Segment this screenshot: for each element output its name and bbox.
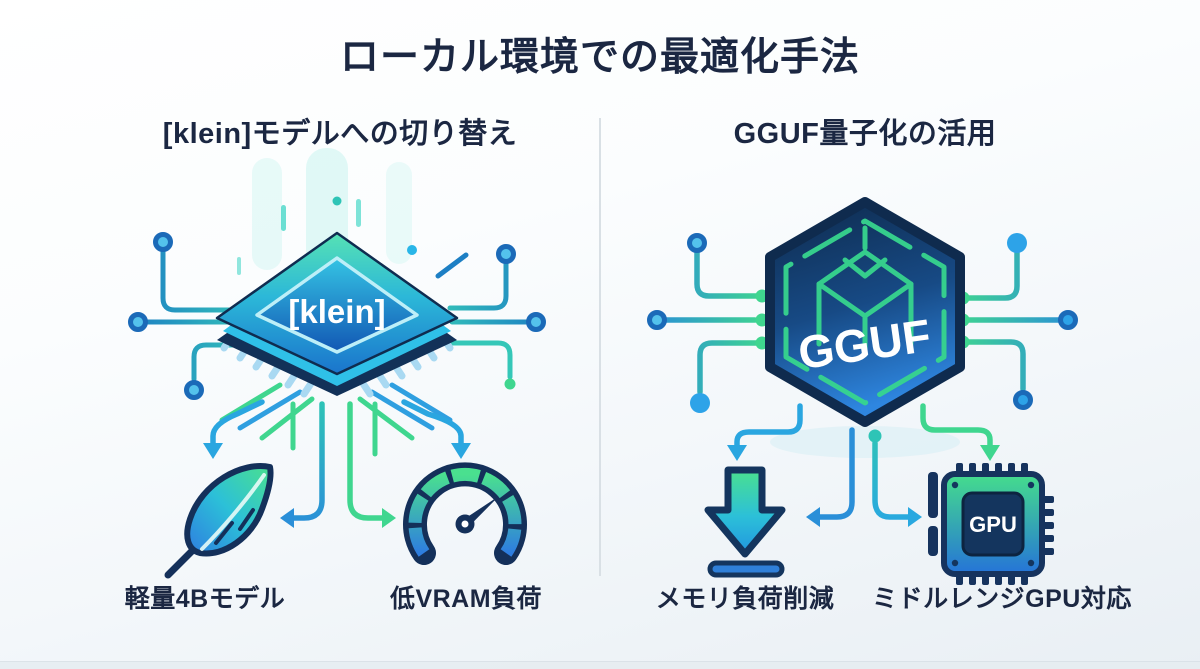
benefit-label-lightweight: 軽量4Bモデル [124,585,286,613]
benefit-label-midrange-gpu: ミドルレンジGPU対応 [872,585,1132,613]
circuit-node-icon [153,232,173,252]
gguf-cube-icon: GGUF [765,197,965,427]
benefit-label-low-vram: 低VRAM負荷 [389,585,543,613]
feather-icon [164,463,274,579]
circuit-traces-right [435,244,546,390]
gguf-traces-left [647,233,769,413]
benefit-label-memory-reduction: メモリ負荷削減 [655,585,835,613]
gauge-icon [403,462,527,565]
gpu-chip-label: GPU [969,512,1017,537]
circuit-node-icon [647,310,667,330]
gguf-flow-arrows [727,403,1000,527]
left-section-heading: [klein]モデルへの切り替え [162,118,518,150]
circuit-traces-left [128,232,245,400]
circuit-node-icon [1058,310,1078,330]
section-divider [599,118,601,576]
gguf-traces-right [956,233,1078,410]
circuit-node-icon [504,378,516,390]
klein-chip-label: [klein] [288,293,385,330]
circuit-node-icon [687,233,707,253]
klein-chip-illustration: [klein] [128,148,546,579]
circuit-node-icon [868,429,882,443]
gpu-card-icon: GPU [928,463,1054,585]
klein-chip-icon: [klein] [215,231,459,396]
right-section-heading: GGUF量子化の活用 [733,118,997,150]
spark-dot [332,196,342,206]
circuit-node-icon [526,312,546,332]
gguf-illustration: GGUF [647,197,1078,585]
circuit-node-icon [1007,233,1027,253]
spark-dot [407,245,417,255]
bottom-edge [0,661,1200,669]
circuit-node-icon [184,380,204,400]
download-arrow-icon [704,466,786,578]
circuit-node-icon [690,393,710,413]
circuit-node-icon [496,244,516,264]
circuit-node-icon [1013,390,1033,410]
circuit-node-icon [128,312,148,332]
page-title: ローカル環境での最適化手法 [339,36,860,79]
klein-flow-arrows [203,399,471,528]
